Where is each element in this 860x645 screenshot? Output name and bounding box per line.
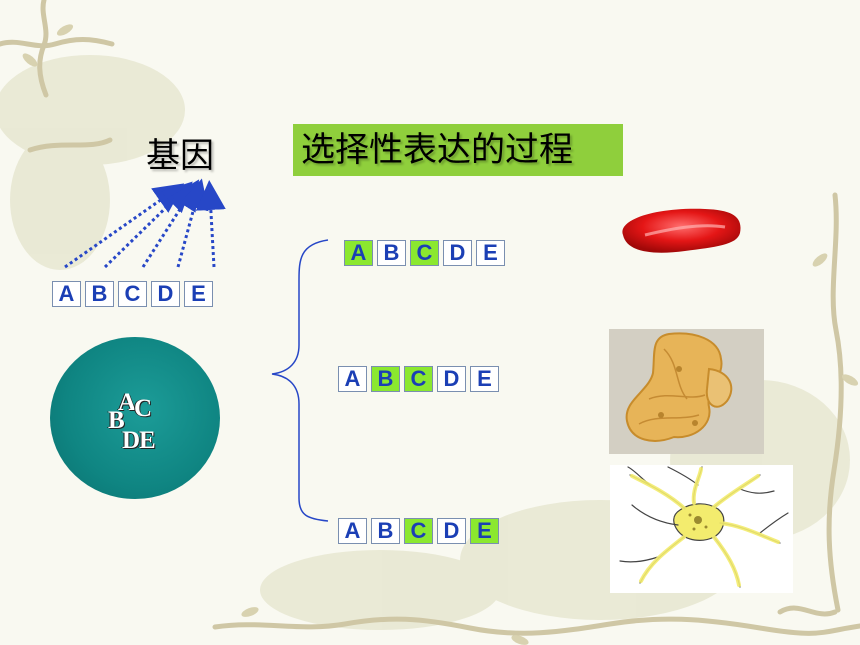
cell-row-letter-a: A xyxy=(338,366,367,392)
cell-row-letter-b: B xyxy=(371,366,400,392)
neuron-image xyxy=(610,465,793,593)
cell-row-letter-c: C xyxy=(404,518,433,544)
brace xyxy=(272,240,328,521)
arrow-a xyxy=(65,192,172,267)
cell-row-letter-b: B xyxy=(377,240,406,266)
cell-row-letter-e: E xyxy=(470,366,499,392)
cell-row-letter-b: B xyxy=(371,518,400,544)
epithelial-cells-image xyxy=(609,329,764,454)
gene-cell-b: B xyxy=(85,281,114,307)
arrow-d xyxy=(178,193,198,267)
cell-row-letter-d: D xyxy=(443,240,472,266)
nucleus-letter-c: C xyxy=(134,395,151,423)
cell-row-letter-e: E xyxy=(476,240,505,266)
gene-cell-c: C xyxy=(118,281,147,307)
cell-row-letter-a: A xyxy=(344,240,373,266)
cell-row-letter-a: A xyxy=(338,518,367,544)
cell-row-letter-e: E xyxy=(470,518,499,544)
cell-row-letter-c: C xyxy=(410,240,439,266)
arrow-e xyxy=(210,195,214,267)
gene-cell-e: E xyxy=(184,281,213,307)
cell-row-letter-d: D xyxy=(437,518,466,544)
nucleus: A C B DE xyxy=(50,337,220,499)
arrow-c xyxy=(143,192,191,267)
gene-cell-a: A xyxy=(52,281,81,307)
cell-row-letter-d: D xyxy=(437,366,466,392)
cell-row-letter-c: C xyxy=(404,366,433,392)
red-blood-cell-image xyxy=(615,205,745,260)
nucleus-letters-de: DE xyxy=(122,427,155,455)
gene-cell-d: D xyxy=(151,281,180,307)
gene-row: A B C D E xyxy=(52,281,213,307)
arrow-b xyxy=(105,192,182,267)
